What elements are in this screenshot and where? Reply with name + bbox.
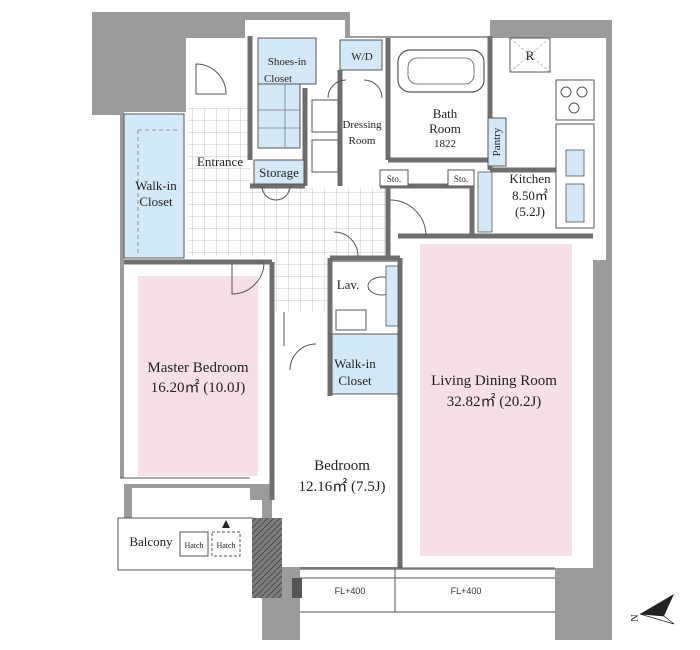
hatch-1-label: Hatch <box>184 541 203 550</box>
living-label-2: 32.82㎡ (20.2J) <box>447 393 542 410</box>
column <box>292 578 302 598</box>
interior-walls <box>124 36 593 568</box>
lav-closet <box>385 265 399 327</box>
shoes-closet-upper <box>257 37 317 85</box>
master-label-1: Master Bedroom <box>147 360 249 376</box>
wd-label: W/D <box>351 51 372 63</box>
refrigerator-label: R <box>526 48 535 63</box>
compass-needle-icon <box>640 594 674 616</box>
kitchen-storage <box>565 183 585 223</box>
hatch-arrow-icon <box>222 520 230 528</box>
lav-sink <box>335 309 367 331</box>
pantry <box>487 117 507 167</box>
bedroom-label-1: Bedroom <box>314 458 370 474</box>
interior-carve <box>245 20 345 40</box>
storage <box>253 159 305 185</box>
sto-label-1: Sto. <box>387 174 401 184</box>
outdoor-unit <box>252 518 282 598</box>
compass: N <box>630 594 675 625</box>
walk-in-closet-left <box>123 113 185 259</box>
storage-small <box>447 169 475 187</box>
sto-label-2: Sto. <box>454 174 468 184</box>
compass-n-label: N <box>630 614 641 621</box>
hatch-2-label: Hatch <box>216 541 235 550</box>
living-label-1: Living Dining Room <box>431 373 557 389</box>
pantry-label: Pantry <box>491 127 503 156</box>
fl-label-2: FL+400 <box>451 586 482 596</box>
dressing-label-2: Room <box>349 135 376 147</box>
kitchen-label-3: (5.2J) <box>515 204 545 219</box>
hall-floor <box>250 188 390 256</box>
living-room-fill <box>420 244 572 556</box>
bathtub-inner <box>407 57 475 85</box>
entrance-label: Entrance <box>197 154 243 169</box>
kitchen-label-2: 8.50㎡ <box>512 188 548 203</box>
balcony-label: Balcony <box>129 534 173 549</box>
walkin-left-label-1: Walk-in <box>135 178 177 193</box>
storage-label: Storage <box>259 165 299 180</box>
entrance-floor <box>188 108 250 256</box>
kitchen-closet <box>477 171 493 233</box>
shoes-closet-label-1: Shoes-in <box>268 56 307 68</box>
walkin-mid-label-1: Walk-in <box>334 356 376 371</box>
fl-label-1: FL+400 <box>335 586 366 596</box>
hatch-1 <box>179 531 209 557</box>
walkin-mid-label-2: Closet <box>338 373 372 388</box>
dressing-label-1: Dressing <box>342 119 382 131</box>
stove <box>555 79 595 121</box>
hall-floor <box>272 256 332 312</box>
bedroom-label-2: 12.16㎡ (7.5J) <box>298 478 385 495</box>
master-label-2: 16.20㎡ (10.0J) <box>151 379 246 396</box>
master-bedroom-fill <box>138 276 258 476</box>
kitchen-label-1: Kitchen <box>509 171 551 186</box>
kitchen-sink <box>565 149 585 177</box>
burner-icon <box>576 86 588 98</box>
bath-label-3: 1822 <box>434 138 456 150</box>
shoes-closet-lower <box>257 83 301 149</box>
washer-dryer-space <box>339 39 383 71</box>
vanity-sink <box>311 139 339 173</box>
walk-in-closet-middle <box>331 333 399 395</box>
window-lines <box>120 477 555 613</box>
shoes-closet-label-2: Closet <box>264 73 292 85</box>
burner-icon <box>568 102 580 114</box>
door-swings <box>195 63 427 371</box>
burner-icon <box>560 86 572 98</box>
compass-needle-icon <box>639 613 675 625</box>
shoe-shelves <box>258 84 300 148</box>
storage-small <box>379 169 409 187</box>
hatch-2 <box>211 531 241 557</box>
vanity-sink <box>311 99 339 133</box>
lav-label: Lav. <box>337 277 360 292</box>
bath-label-1: Bath <box>433 106 458 121</box>
bath-label-2: Room <box>429 121 461 136</box>
walkin-left-label-2: Closet <box>139 194 173 209</box>
